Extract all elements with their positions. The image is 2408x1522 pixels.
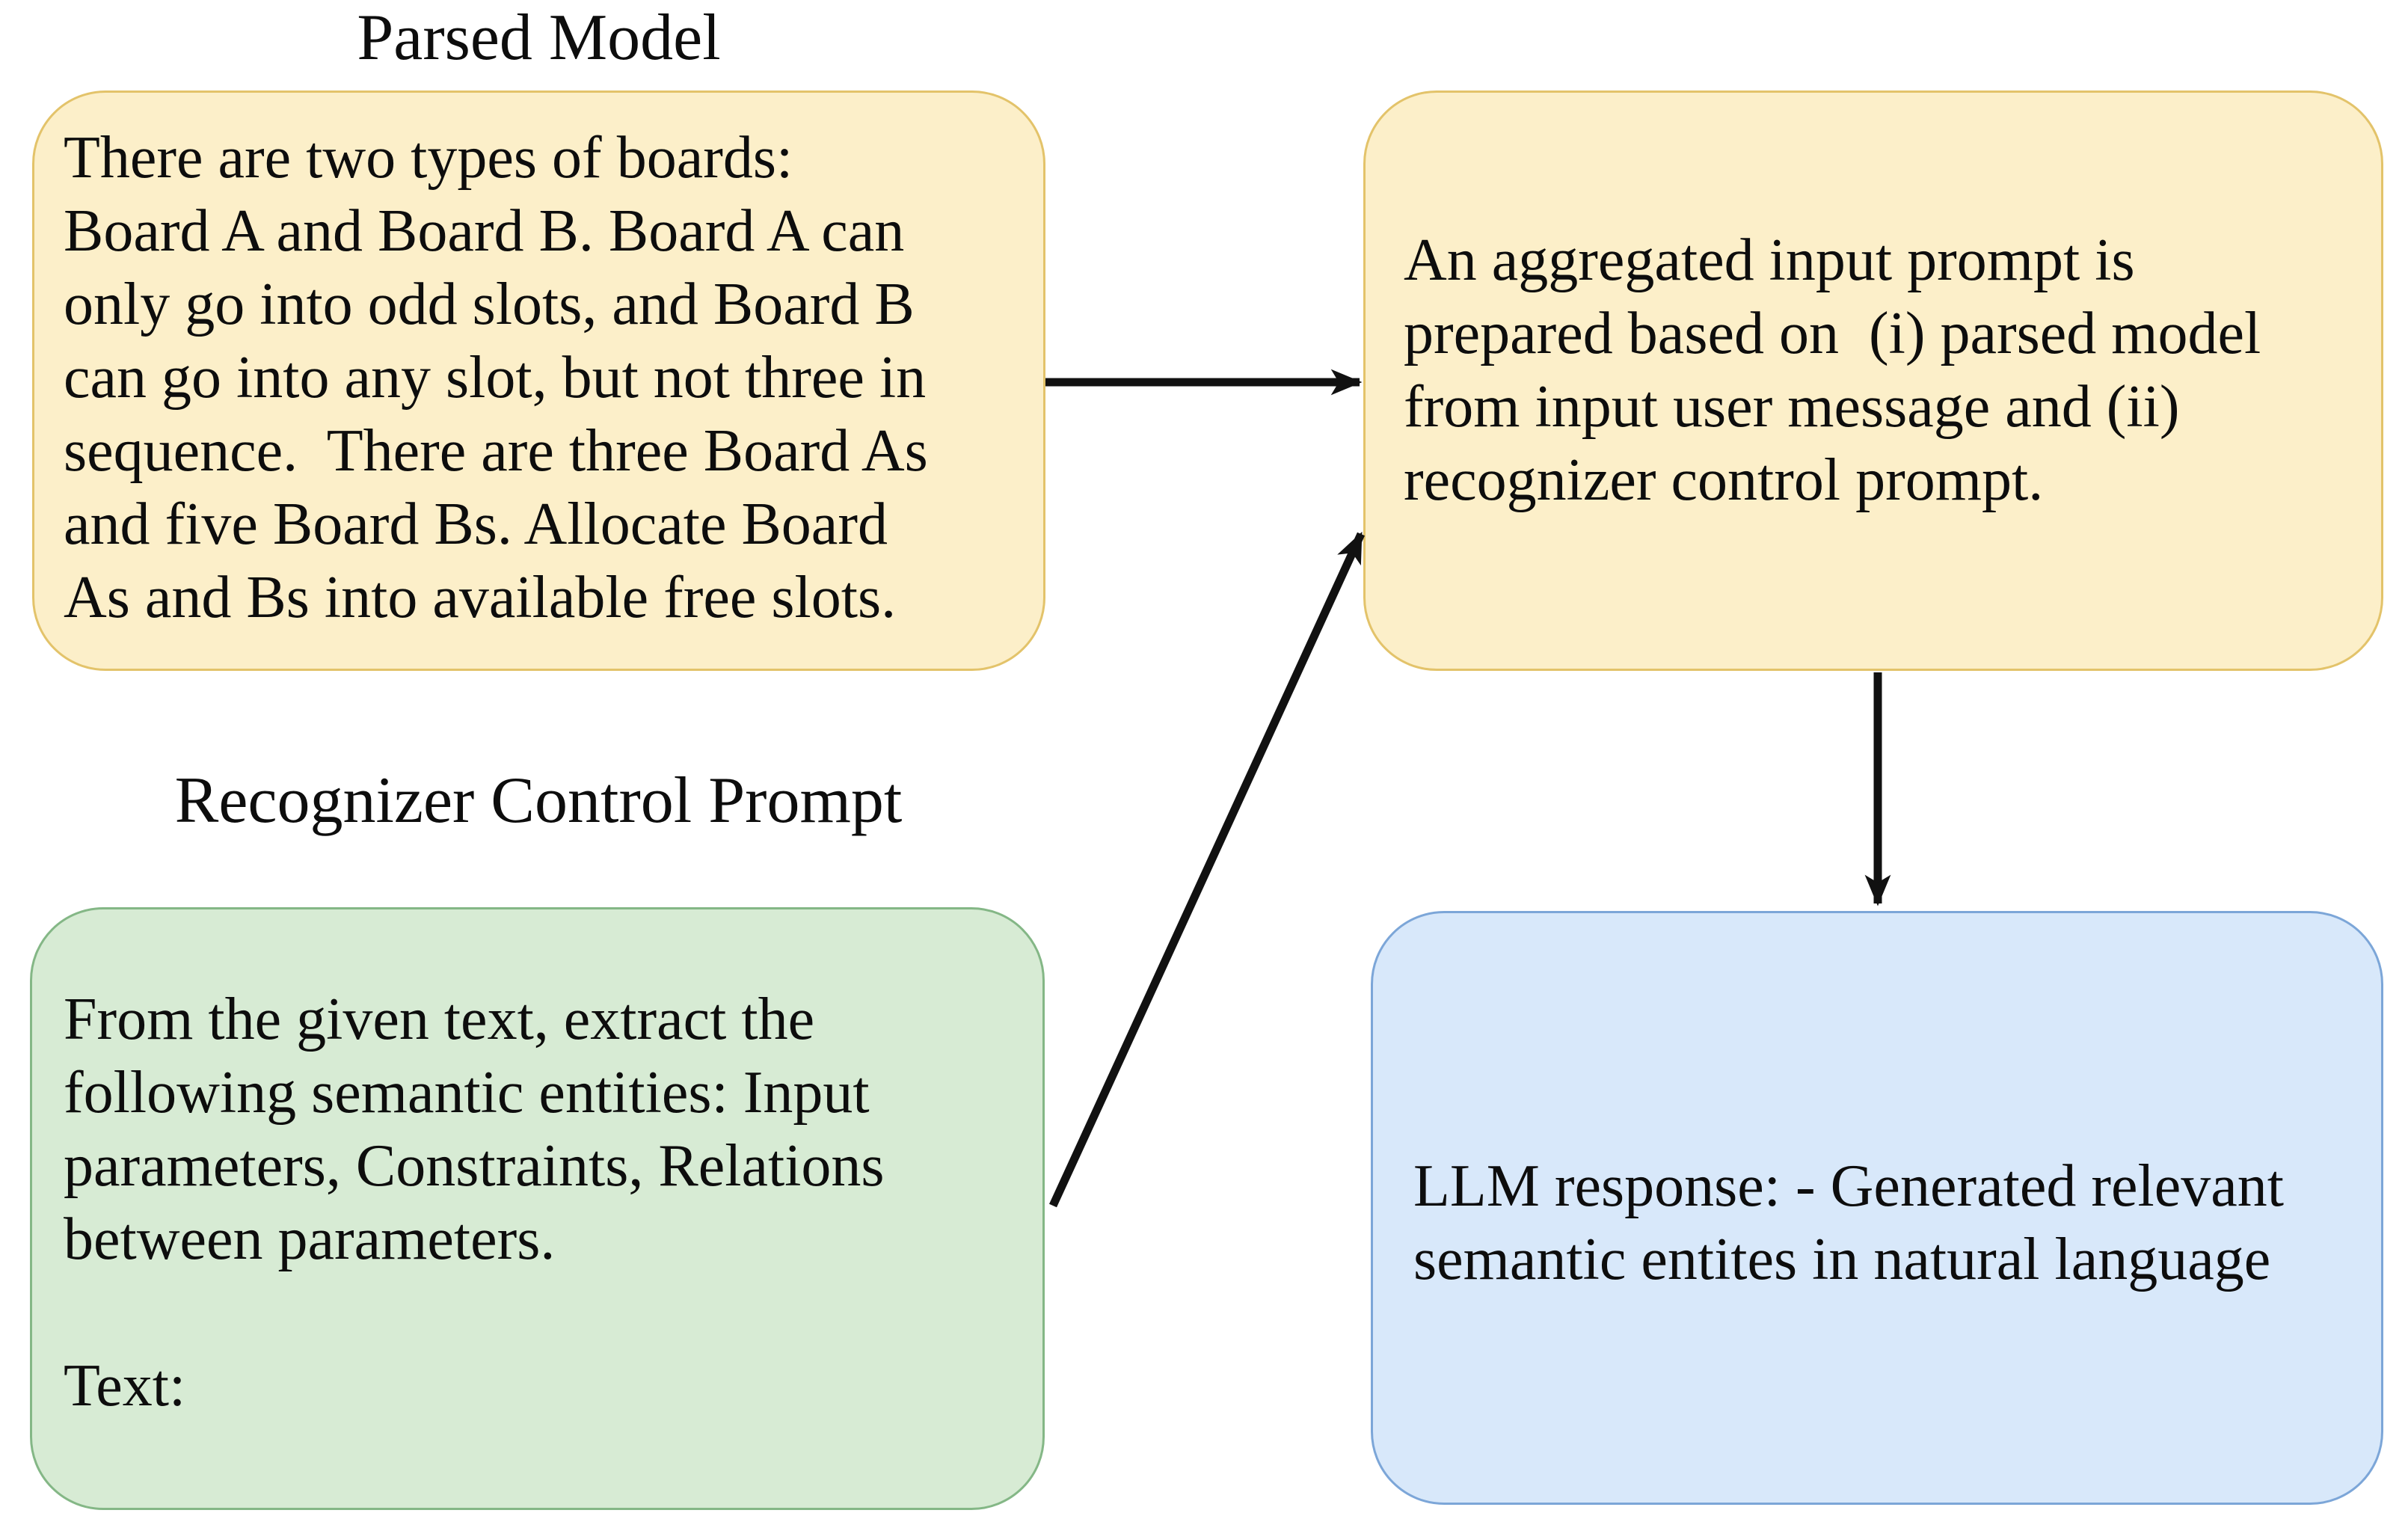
text-line: between parameters. (64, 1206, 556, 1272)
text-line: LLM response: - Generated relevant (1413, 1153, 2284, 1219)
text-line: An aggregated input prompt is (1404, 227, 2135, 293)
text-line: As and Bs into available free slots. (64, 565, 897, 630)
aggregated-prompt-text: An aggregated input prompt is prepared ba… (1404, 224, 2261, 517)
text-line: from input user message and (ii) (1404, 374, 2180, 440)
text-line (64, 1276, 885, 1349)
text-line: sequence. There are three Board As (64, 418, 928, 484)
parsed-model-text: There are two types of boards: Board A an… (64, 121, 928, 634)
text-line: semantic entites in natural language (1413, 1227, 2271, 1292)
text-line: There are two types of boards: (64, 125, 793, 191)
parsed-model-title: Parsed Model (357, 1, 721, 74)
parsed-model-box: There are two types of boards: Board A an… (32, 90, 1045, 671)
text-line: Text: (64, 1353, 186, 1419)
text-line: prepared based on (i) parsed model (1404, 301, 2261, 366)
llm-response-box: LLM response: - Generated relevant semant… (1371, 911, 2383, 1505)
text-line: can go into any slot, but not three in (64, 345, 927, 411)
text-line: only go into odd slots, and Board B (64, 271, 915, 337)
aggregated-prompt-box: An aggregated input prompt is prepared ba… (1363, 90, 2383, 671)
text-line: From the given text, extract the (64, 986, 815, 1052)
text-line: recognizer control prompt. (1404, 447, 2044, 513)
recognizer-control-prompt-title: Recognizer Control Prompt (174, 764, 903, 837)
llm-response-text: LLM response: - Generated relevant semant… (1413, 1150, 2284, 1296)
arrow-recognizer-control-prompt-to-aggregated-prompt (1049, 531, 1365, 1208)
text-line: and five Board Bs. Allocate Board (64, 491, 888, 557)
text-line: parameters, Constraints, Relations (64, 1133, 885, 1199)
text-line: following semantic entities: Input (64, 1060, 870, 1126)
recognizer-control-prompt-text: From the given text, extract the followin… (64, 983, 885, 1423)
recognizer-control-prompt-box: From the given text, extract the followin… (30, 907, 1045, 1510)
text-line: Board A and Board B. Board A can (64, 198, 905, 264)
